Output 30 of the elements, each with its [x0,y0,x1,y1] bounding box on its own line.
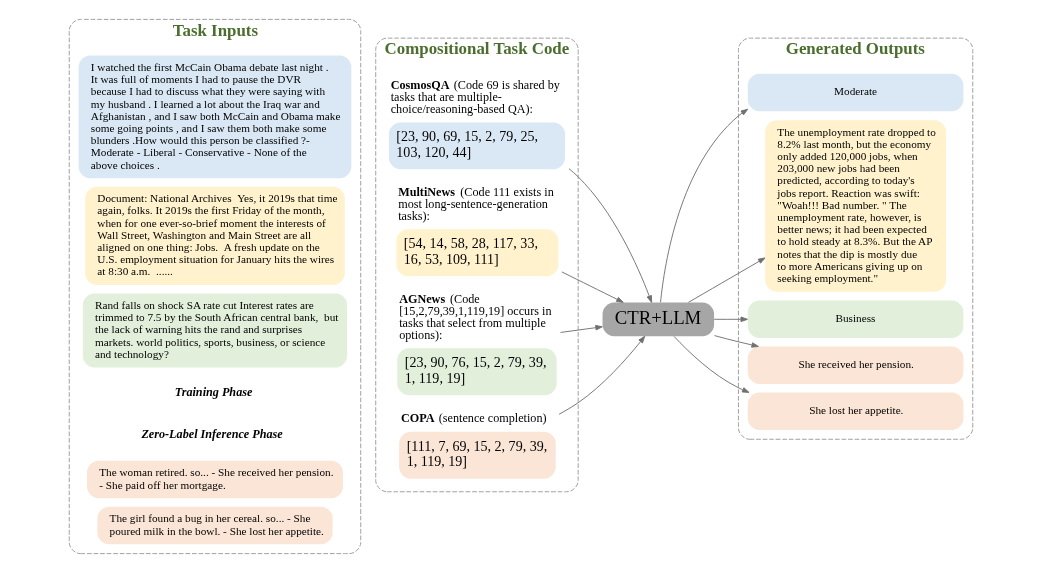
node-box: [111, 7, 69, 15, 2, 79, 39, 1, 119, 19] [399,431,556,479]
arrow [558,335,646,415]
node-label: CosmosQA (Code 69 is shared by tasks that are multiple-choice/reasoning-based QA): [390,78,560,117]
node-box: [54, 14, 58, 28, 117, 33, 16, 53, 109, 111] [396,229,559,277]
arrow [660,108,749,303]
node-box: The girl found a bug in her cereal. so... - She poured milk in the bowl. - She lost her appetite. [97,506,333,545]
node-label: AGNews (Code [15,2,79,39,1,119,19] occurs in tasks that select from multiple options): [399,291,552,343]
label: Zero-Label Inference Phase [141,426,283,441]
node-box: CTR+LLM [602,302,715,337]
node-box: The unemployment rate dropped to 8.2% last month, but the economy only added 120,000 jobs, when 203,000 new jobs had been predicted, according to today's jobs report. Reaction was swift: "Woah!!! Bad number. " The unemployment rate, however, is better news; it had been expected to hold steady at 8.3%. But the AP notes that the dip is mostly due to more Americans giving up on seeking employment." [765,120,947,292]
arrow [560,324,603,333]
arrow [561,271,624,303]
node-box: Business [747,300,964,339]
arrow [713,316,748,323]
node-box: Rand falls on shock SA rate cut Interest rates are trimmed to 7.5 by the South African central bank, but the lack of warning hits the rand and surprises markets. world politics, sports, business, or science and technology? [82,293,348,368]
node-label: MultiNews (Code 111 exists in most long-sentence-generation tasks): [398,184,554,224]
arrow [568,168,653,303]
node-box: She received her pension. [747,346,964,384]
node-box: Document: National Archives Yes, it 2019s that time again, folks. It 2019s the first Friday of the month, when for one ever-so-brief moment the interests of Wall Street, Washington and Main Street are all aligned on one thing: Jobs. A fresh update on the U.S. employment situation for January hits the wires at 8:30 a.m. ...... [85,186,345,286]
arrow [688,257,766,303]
node-box: [23, 90, 76, 15, 2, 79, 39, 1, 119, 19] [397,348,557,396]
arrow [714,335,759,348]
node-box: The woman retired. so... - She received her pension. - She paid off her mortgage. [87,460,343,499]
node-box: [23, 90, 69, 15, 2, 79, 25, 103, 120, 44] [388,122,566,170]
arrow [673,336,750,393]
node-label: COPA (sentence completion) [401,410,547,425]
node-box: Moderate [747,73,964,112]
node-box: She lost her appetite. [747,392,964,430]
label: Training Phase [174,384,253,399]
node-box: I watched the first McCain Obama debate last night . It was full of moments I had to pause the DVR because I had to discuss what they were saying with my husband . I learned a lot about the Iraq war and Afghanistan , and I saw both McCain and Obama make some going points , and I saw them both make some blunders .How would this person be classified ?- Moderate - Liberal - Conservative - None of the above choices . [78,55,352,179]
